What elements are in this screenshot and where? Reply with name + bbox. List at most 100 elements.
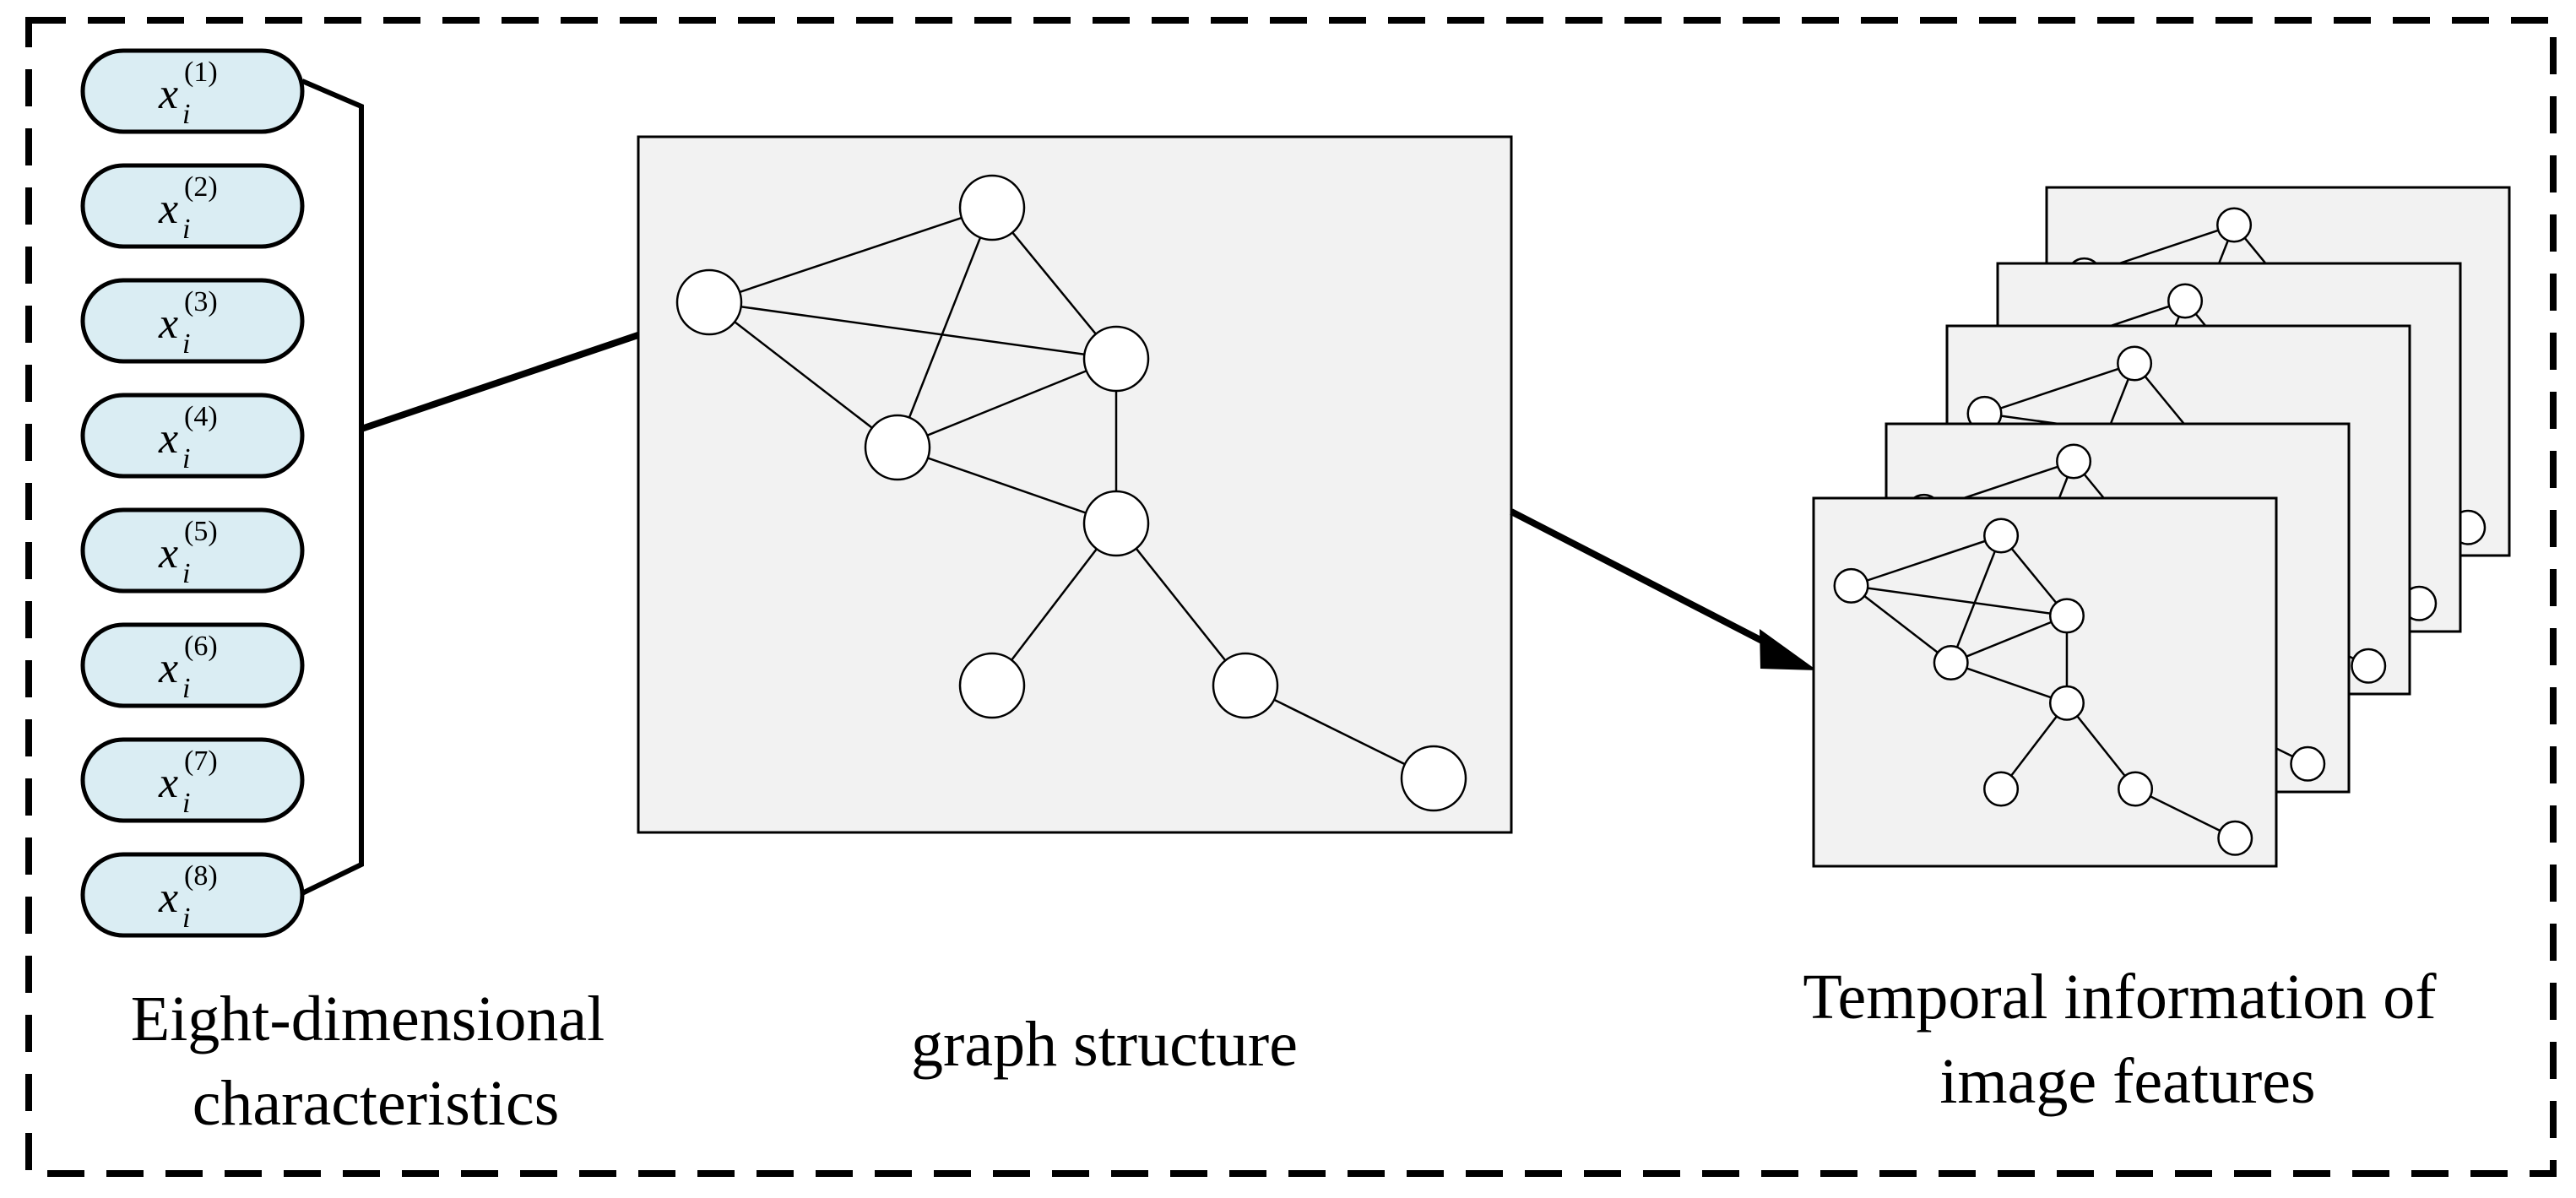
- graph-edge: [991, 523, 1117, 686]
- feature-symbol: x: [158, 70, 178, 118]
- feature-pill-shape: [80, 622, 305, 708]
- feature-pill: x(2) i: [80, 163, 305, 249]
- graph-edge: [897, 357, 1117, 449]
- feature-pill-shape: [80, 48, 305, 134]
- feature-subscript: i: [182, 99, 190, 130]
- graph-node: [1983, 771, 2020, 807]
- graph-edge: [1850, 584, 1952, 664]
- caption-left: Eight-dimensional characteristics: [131, 984, 621, 1139]
- graph-node: [1400, 745, 1467, 812]
- graph-edge: [708, 206, 993, 304]
- temporal-frame: [1812, 496, 2278, 868]
- graph-node: [958, 174, 1026, 241]
- graph-node: [2290, 745, 2326, 782]
- graph-edge: [1950, 615, 2068, 664]
- graph-node: [1983, 518, 2020, 554]
- graph-edge: [1950, 661, 2068, 704]
- arrow-graph-to-frames: [1510, 508, 1792, 659]
- feature-pill: x(1) i: [80, 48, 305, 134]
- caption-right-line-1: Temporal information of: [1803, 962, 2437, 1033]
- feature-pill: x(3) i: [80, 278, 305, 364]
- graph-node: [2117, 345, 2153, 382]
- caption-middle: graph structure: [911, 1009, 1298, 1080]
- feature-index: (3): [184, 286, 218, 317]
- graph-edge: [1950, 535, 2003, 664]
- feature-subscript: i: [182, 788, 190, 819]
- feature-index: (8): [184, 860, 218, 892]
- feature-index: (4): [184, 401, 218, 432]
- graph-node: [1933, 645, 1969, 681]
- graph-edge: [897, 446, 1117, 525]
- feature-pill: x(4) i: [80, 393, 305, 479]
- graph-edge: [1984, 362, 2135, 415]
- feature-pill-shape: [80, 163, 305, 249]
- feature-subscript: i: [182, 673, 190, 704]
- feature-subscript: i: [182, 328, 190, 360]
- graph-node: [1082, 490, 1150, 557]
- graph-node: [1082, 325, 1150, 393]
- feature-pill-shape: [80, 852, 305, 938]
- graph-edge: [2000, 702, 2068, 790]
- graph-edge: [708, 301, 898, 448]
- graph-edge: [1851, 584, 2068, 617]
- feature-symbol: x: [158, 185, 178, 233]
- feature-pill: x(7) i: [80, 737, 305, 823]
- graph-node: [1833, 567, 1869, 604]
- feature-symbol: x: [158, 874, 178, 922]
- caption-right: Temporal information of image features: [1803, 962, 2452, 1117]
- feature-pill-shape: [80, 737, 305, 823]
- graph-panel: [637, 135, 1513, 834]
- feature-pill: x(8) i: [80, 852, 305, 938]
- feature-pill: x(5) i: [80, 507, 305, 594]
- graph-edge: [1115, 523, 1246, 686]
- graph-node: [2118, 771, 2154, 807]
- arrow-features-to-graph: [360, 319, 677, 432]
- graph-node: [675, 268, 743, 336]
- caption-right-line-2: image features: [1939, 1046, 2315, 1117]
- graph-node: [2048, 598, 2085, 634]
- graph-edge: [1851, 534, 2002, 588]
- feature-symbol: x: [158, 644, 178, 692]
- feature-index: (1): [184, 57, 218, 88]
- feature-bracket: [301, 79, 364, 896]
- caption-left-line-2: characteristics: [193, 1068, 560, 1139]
- graph-node: [2216, 207, 2253, 243]
- graph-node: [2056, 443, 2092, 480]
- feature-index: (5): [184, 516, 218, 547]
- graph-edge: [2134, 788, 2236, 839]
- feature-index: (6): [184, 631, 218, 662]
- feature-symbol: x: [158, 759, 178, 807]
- feature-subscript: i: [182, 214, 190, 245]
- temporal-frame-panel: [1812, 496, 2278, 868]
- graph-edge: [1245, 684, 1434, 780]
- outer-dashed-border: [25, 17, 2557, 1177]
- graph-edge: [708, 301, 1117, 360]
- caption-middle-line-1: graph structure: [911, 1009, 1298, 1080]
- graph-node: [2351, 648, 2387, 684]
- feature-subscript: i: [182, 558, 190, 589]
- temporal-frame-graph: [1833, 518, 2253, 856]
- graph-node: [2167, 283, 2204, 319]
- graph-edge: [896, 207, 994, 448]
- feature-list: x(1)ix(2)ix(3)ix(4)ix(5)ix(6)ix(7)ix(8)i: [80, 48, 305, 938]
- feature-symbol: x: [158, 415, 178, 463]
- feature-subscript: i: [182, 903, 190, 934]
- graph-edge: [2065, 702, 2137, 790]
- feature-pill: x(6) i: [80, 622, 305, 708]
- main-graph: [675, 174, 1467, 812]
- feature-index: (2): [184, 171, 218, 203]
- graph-node: [1212, 652, 1279, 719]
- graph-node: [2217, 820, 2253, 856]
- feature-symbol: x: [158, 300, 178, 348]
- arrowhead-graph-to-frames: [1760, 629, 1817, 670]
- temporal-frames: [1812, 186, 2511, 868]
- graph-node: [958, 652, 1026, 719]
- graph-node: [2048, 685, 2085, 721]
- feature-pill-shape: [80, 507, 305, 594]
- feature-symbol: x: [158, 529, 178, 577]
- feature-index: (7): [184, 745, 218, 777]
- feature-pill-shape: [80, 278, 305, 364]
- feature-subscript: i: [182, 443, 190, 474]
- caption-left-line-1: Eight-dimensional: [131, 984, 605, 1054]
